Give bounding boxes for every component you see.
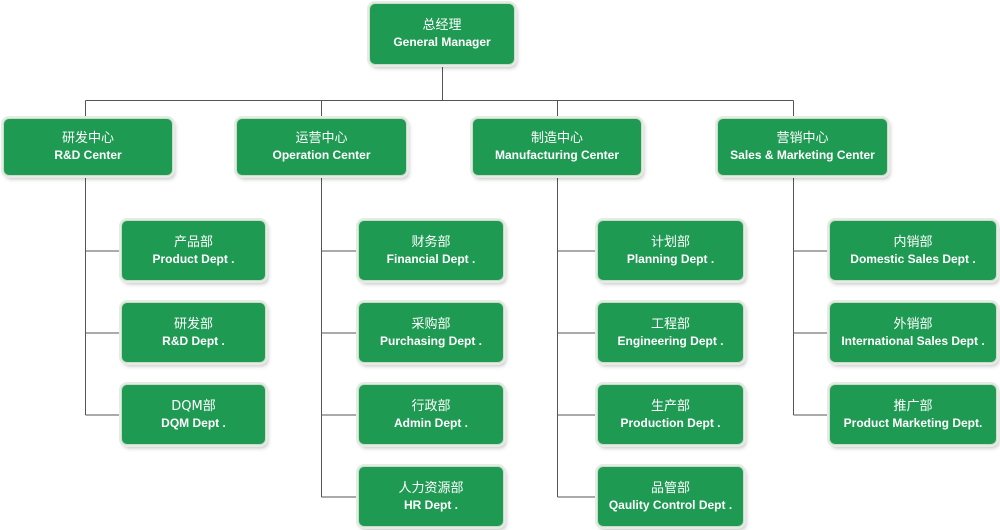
node-label-zh: 行政部 — [411, 398, 451, 414]
node-label-en: Purchasing Dept . — [379, 333, 483, 348]
node-label-en: Domestic Sales Dept . — [850, 251, 976, 266]
node-engineering-dept: 工程部 Engineering Dept . — [597, 302, 744, 363]
node-label-zh: 推广部 — [893, 398, 933, 414]
node-label-zh: 生产部 — [650, 398, 690, 414]
node-label-en: Product Marketing Dept. — [843, 415, 983, 430]
node-label-en: General Manager — [393, 35, 491, 49]
node-label-en: Sales & Marketing Center — [730, 148, 875, 162]
node-label-zh: 采购部 — [411, 316, 451, 332]
node-label-en: HR Dept . — [404, 497, 458, 512]
node-label-en: R&D Dept . — [162, 333, 225, 348]
node-label-en: DQM Dept . — [161, 415, 226, 430]
node-label-en: Production Dept . — [620, 415, 721, 430]
node-operation-center: 运营中心 Operation Center — [236, 118, 407, 176]
node-purchasing-dept: 采购部 Purchasing Dept . — [358, 302, 504, 363]
node-label-en: Planning Dept . — [626, 251, 715, 266]
node-rd-center: 研发中心 R&D Center — [3, 118, 173, 176]
node-general-manager: 总经理 General Manager — [369, 3, 515, 65]
node-label-zh: 人力资源部 — [398, 480, 464, 496]
node-label-en: Manufacturing Center — [494, 148, 619, 162]
node-label-zh: 工程部 — [650, 316, 690, 332]
node-label-zh: 品管部 — [650, 480, 690, 496]
node-label-en: Financial Dept . — [386, 251, 476, 266]
node-planning-dept: 计划部 Planning Dept . — [597, 220, 744, 281]
node-label-en: International Sales Dept . — [841, 333, 985, 348]
node-label-en: Product Dept . — [152, 251, 235, 266]
node-label-en: Operation Center — [272, 148, 371, 162]
node-rd-dept: 研发部 R&D Dept . — [121, 302, 266, 363]
node-label-zh: 研发部 — [173, 316, 213, 332]
node-dqm-dept: DQM部 DQM Dept . — [121, 384, 266, 445]
node-label-zh: 内销部 — [893, 234, 933, 250]
node-admin-dept: 行政部 Admin Dept . — [358, 384, 504, 445]
node-label-en: Qaulity Control Dept . — [608, 497, 733, 512]
node-label-en: Engineering Dept . — [617, 333, 724, 348]
node-label-zh: 产品部 — [173, 234, 213, 250]
node-international-sales-dept: 外销部 International Sales Dept . — [829, 302, 997, 363]
node-sales-marketing-center: 营销中心 Sales & Marketing Center — [717, 118, 888, 176]
node-label-zh: 营销中心 — [776, 131, 829, 146]
node-label-zh: DQM部 — [171, 398, 216, 414]
node-label-zh: 总经理 — [422, 18, 462, 33]
node-label-en: R&D Center — [54, 148, 122, 162]
node-label-zh: 计划部 — [650, 234, 690, 250]
node-label-zh: 财务部 — [411, 234, 451, 250]
node-label-zh: 研发中心 — [61, 131, 114, 146]
node-production-dept: 生产部 Production Dept . — [597, 384, 744, 445]
node-quality-control-dept: 品管部 Qaulity Control Dept . — [597, 466, 744, 527]
node-product-dept: 产品部 Product Dept . — [121, 220, 266, 281]
node-label-en: Admin Dept . — [394, 415, 468, 430]
node-hr-dept: 人力资源部 HR Dept . — [358, 466, 504, 527]
node-label-zh: 外销部 — [893, 316, 933, 332]
node-manufacturing-center: 制造中心 Manufacturing Center — [472, 118, 642, 176]
node-label-zh: 运营中心 — [295, 131, 348, 146]
node-product-marketing-dept: 推广部 Product Marketing Dept. — [829, 384, 997, 445]
node-financial-dept: 财务部 Financial Dept . — [358, 220, 504, 281]
node-domestic-sales-dept: 内销部 Domestic Sales Dept . — [829, 220, 997, 281]
node-label-zh: 制造中心 — [530, 131, 583, 146]
